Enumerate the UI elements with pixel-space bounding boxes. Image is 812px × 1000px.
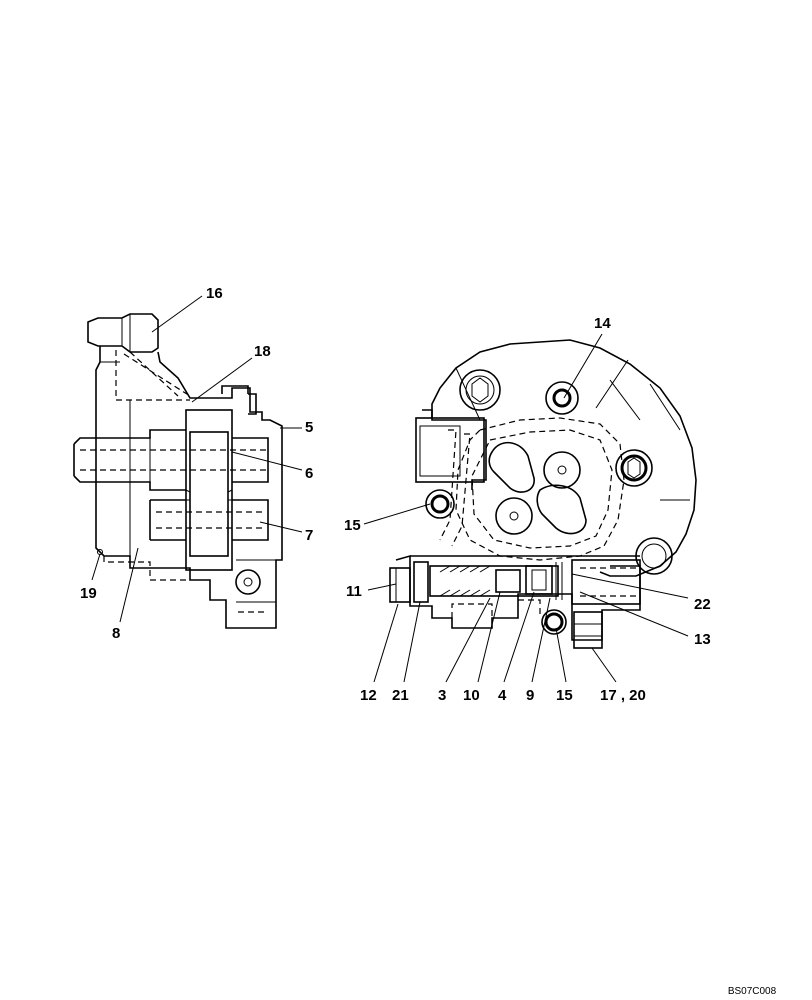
callout-21: 21: [392, 687, 409, 704]
callout-18: 18: [254, 343, 271, 360]
callout-12: 12: [360, 687, 377, 704]
callout-labels: 16 18 5 6 7 19 8 14 15 11 22 13 12 21 3 …: [80, 285, 711, 704]
callout-8: 8: [112, 625, 120, 642]
callout-13: 13: [694, 631, 711, 648]
callout-6: 6: [305, 465, 313, 482]
drawing-code: BS07C008: [728, 986, 777, 997]
end-view: [389, 339, 697, 649]
callout-17-20: 17 , 20: [600, 687, 646, 704]
callout-14: 14: [594, 315, 611, 332]
callout-10: 10: [463, 687, 480, 704]
leader-lines: [91, 295, 689, 683]
callout-15-upper: 15: [344, 517, 361, 534]
side-view: [73, 313, 283, 629]
callout-11: 11: [346, 583, 362, 600]
callout-16: 16: [206, 285, 223, 302]
callout-22: 22: [694, 596, 711, 613]
callout-15-lower: 15: [556, 687, 573, 704]
callout-4: 4: [498, 687, 507, 704]
callout-5: 5: [305, 419, 313, 436]
callout-3: 3: [438, 687, 446, 704]
callout-7: 7: [305, 527, 313, 544]
callout-19: 19: [80, 585, 97, 602]
callout-9: 9: [526, 687, 534, 704]
